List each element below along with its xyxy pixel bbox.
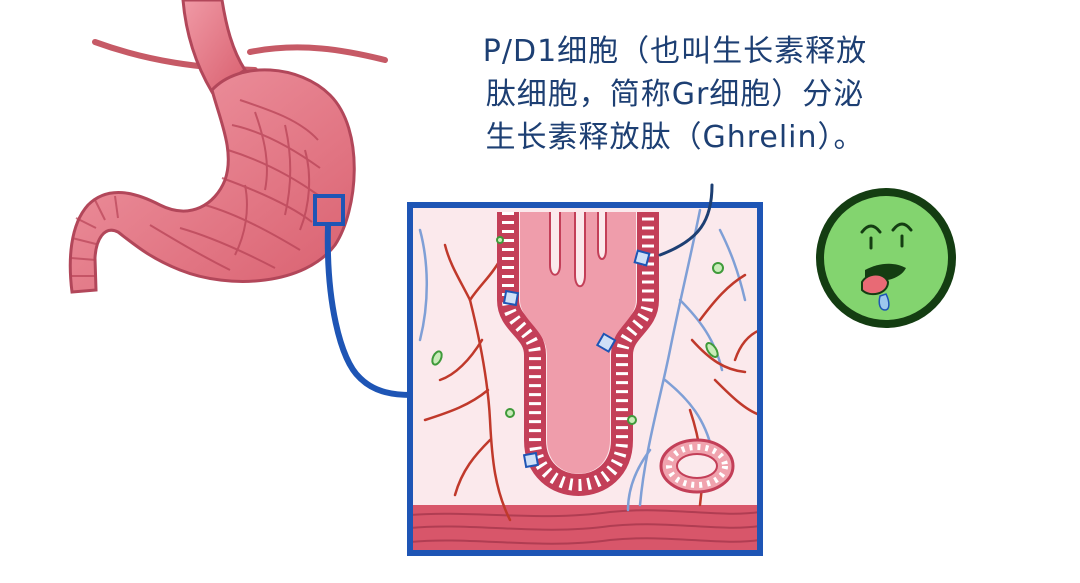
caption-line-1: P/D1细胞（也叫生长素释放	[482, 34, 868, 69]
stomach-illustration	[68, 0, 388, 294]
caption-pointer	[658, 183, 714, 257]
caption-line-2: 肽细胞，简称Gr细胞）分泌	[485, 77, 865, 112]
zoom-connector	[313, 194, 415, 398]
hungry-green-cell-character	[816, 188, 956, 328]
caption-text-block: P/D1细胞（也叫生长素释放 肽细胞，简称Gr细胞）分泌 生长素释放肽（Ghre…	[430, 30, 920, 159]
gland-cross-section	[659, 438, 735, 494]
gastric-gland-illustration	[407, 202, 763, 556]
caption-line-3: 生长素释放肽（Ghrelin）。	[485, 120, 865, 155]
